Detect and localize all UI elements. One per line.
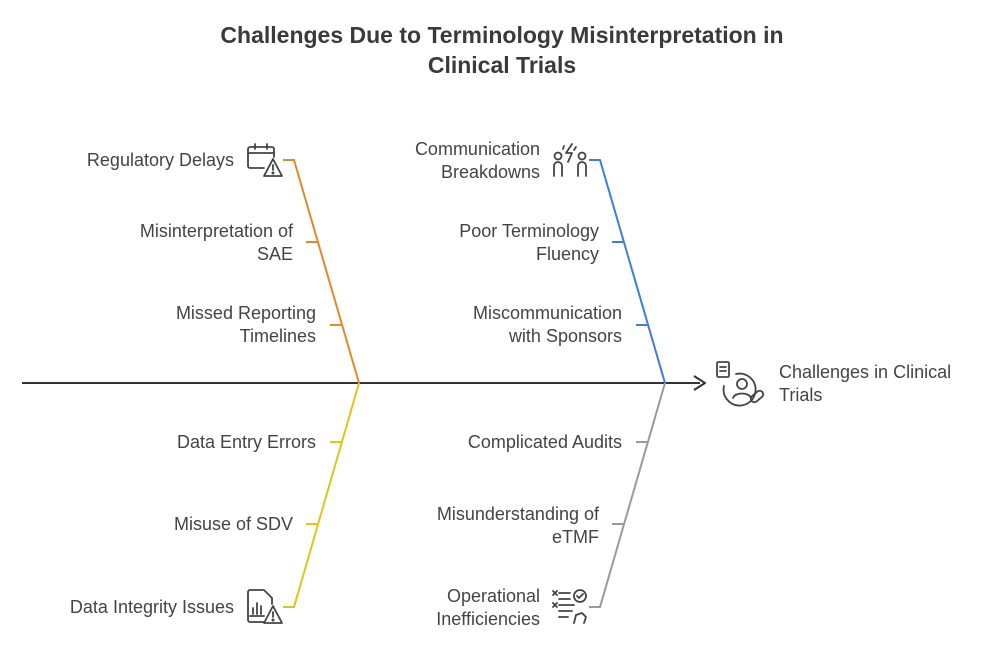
operational-bone — [589, 382, 666, 608]
communication-cause-1-line-1: Poor Terminology — [459, 221, 599, 241]
operational-inefficiencies-label: Operational Inefficiencies — [436, 585, 540, 631]
checklist-hand-icon — [552, 589, 587, 624]
operational-cause-2-line-1: Misunderstanding of — [436, 504, 599, 524]
communication-breakdowns-line-2: Breakdowns — [440, 162, 540, 182]
chart-document-warning-icon — [247, 589, 283, 624]
communication-cause-2-line-1: Miscommunication — [472, 303, 622, 323]
regulatory-cause-1: Misinterpretation of SAE — [140, 220, 293, 266]
data-bone — [283, 382, 360, 608]
regulatory-cause-1-line-1: Misinterpretation of — [139, 221, 293, 241]
title-line-1: Challenges Due to Terminology Misinterpr… — [220, 22, 784, 48]
communication-breakdowns-label: Communication Breakdowns — [415, 138, 540, 184]
communication-cause-2-line-2: with Sponsors — [508, 326, 622, 346]
operational-cause-1: Complicated Audits — [468, 431, 622, 454]
regulatory-cause-2: Missed Reporting Timelines — [176, 302, 316, 348]
operational-inefficiencies-line-2: Inefficiencies — [436, 609, 540, 629]
head-label: Challenges in Clinical Trials — [779, 361, 951, 407]
regulatory-bone — [283, 159, 360, 384]
operational-inefficiencies-line-1: Operational — [446, 586, 540, 606]
head-label-line-2: Trials — [779, 385, 823, 405]
communication-cause-1-line-2: Fluency — [535, 244, 599, 264]
title-line-2: Clinical Trials — [427, 52, 577, 78]
data-cause-1-line-1: Data Entry Errors — [176, 432, 316, 452]
communication-breakdowns-line-1: Communication — [414, 139, 540, 159]
operational-cause-2-line-2: eTMF — [552, 527, 599, 547]
spine-arrowhead — [693, 375, 706, 391]
regulatory-delays-text: Regulatory Delays — [86, 150, 234, 170]
diagram-title: Challenges Due to Terminology Misinterpr… — [200, 20, 804, 80]
regulatory-cause-2-line-2: Timelines — [239, 326, 316, 346]
operational-cause-2: Misunderstanding of eTMF — [437, 503, 599, 549]
data-cause-2: Misuse of SDV — [174, 513, 293, 536]
head-label-line-1: Challenges in Clinical — [779, 362, 952, 382]
data-integrity-issues-text: Data Integrity Issues — [69, 597, 234, 617]
regulatory-cause-2-line-1: Missed Reporting — [175, 303, 316, 323]
communication-cause-1: Poor Terminology Fluency — [459, 220, 599, 266]
communication-cause-2: Miscommunication with Sponsors — [473, 302, 622, 348]
document-person-pill-icon — [716, 361, 765, 407]
communication-bone — [589, 159, 666, 384]
data-cause-1: Data Entry Errors — [177, 431, 316, 454]
data-integrity-issues-label: Data Integrity Issues — [70, 596, 234, 619]
calendar-warning-icon — [247, 143, 283, 177]
regulatory-cause-1-line-2: SAE — [256, 244, 293, 264]
people-lightning-icon — [553, 143, 587, 177]
data-cause-2-line-1: Misuse of SDV — [173, 514, 293, 534]
operational-cause-1-line-1: Complicated Audits — [467, 432, 622, 452]
regulatory-delays-label: Regulatory Delays — [87, 149, 234, 172]
